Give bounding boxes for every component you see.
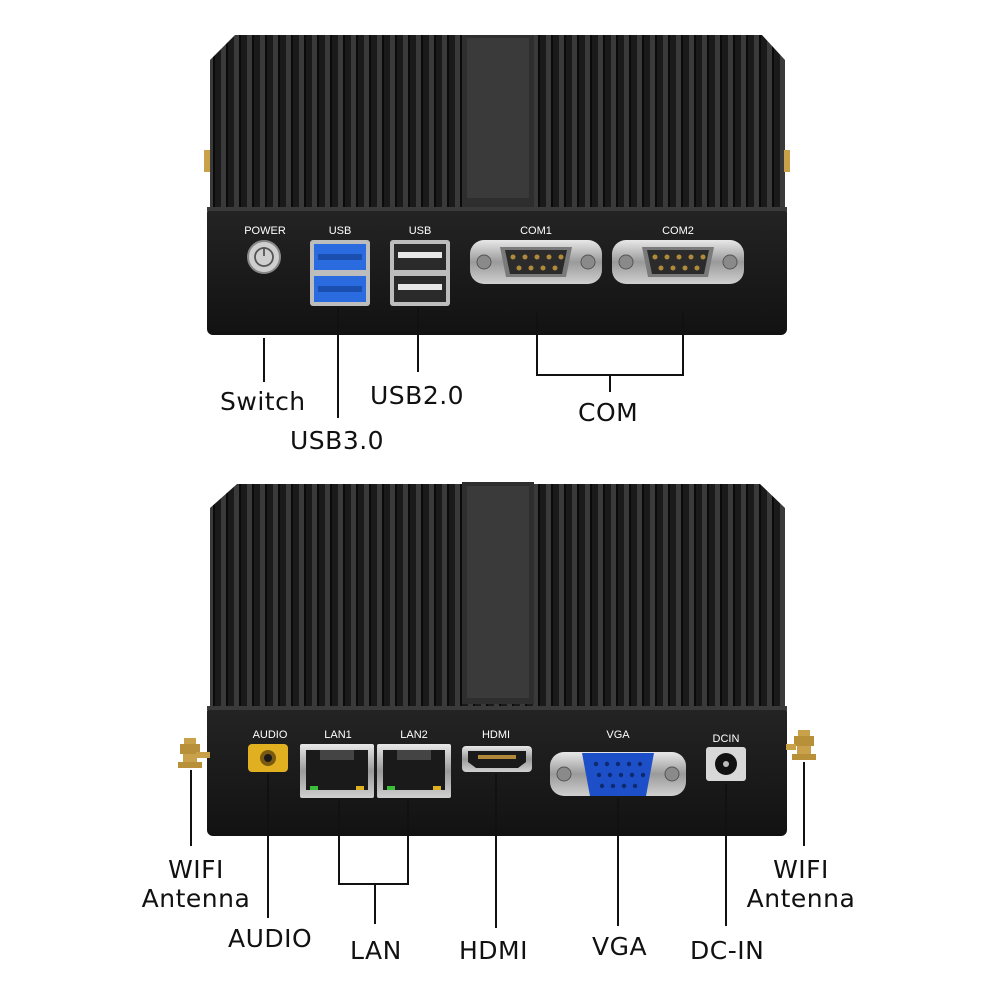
wifi-antenna-right-line2: Antenna	[746, 884, 856, 913]
dcin-callout: DC-IN	[690, 936, 765, 965]
db9-serial-port-icon	[470, 240, 602, 284]
lan1-port-label: LAN1	[324, 729, 352, 741]
top-mini-pc: POWER USB USB COM1	[204, 35, 790, 418]
lan2-port-label: LAN2	[400, 729, 428, 741]
antenna-icon	[786, 730, 816, 760]
hdmi-port-icon	[462, 746, 532, 772]
hdmi-callout: HDMI	[459, 936, 528, 965]
wifi-antenna-right-line1: WIFI	[773, 855, 829, 884]
usb3-callout: USB3.0	[290, 426, 385, 455]
antenna-icon	[178, 738, 210, 768]
wifi-antenna-left-line2: Antenna	[141, 884, 251, 913]
bottom-mini-pc: AUDIO LAN1 LAN2 HDMI	[178, 482, 816, 928]
audio-callout: AUDIO	[228, 924, 313, 953]
top-callout-lines	[263, 308, 684, 418]
usb2-port-icon	[390, 240, 450, 306]
usb2-callout: USB2.0	[370, 381, 465, 410]
usb-left-port-label: USB	[329, 225, 352, 237]
dc-jack-icon	[706, 747, 746, 781]
dcin-port-label: DCIN	[713, 733, 740, 745]
power-port-label: POWER	[244, 225, 286, 237]
vga-port-icon	[550, 752, 686, 796]
usb-right-port-label: USB	[409, 225, 432, 237]
audio-jack-icon	[248, 744, 288, 772]
bottom-callout-lines	[190, 762, 805, 928]
com2-port-label: COM2	[662, 225, 694, 237]
hdmi-port-label: HDMI	[482, 729, 510, 741]
top-left-antenna-stub	[204, 150, 210, 172]
top-right-antenna-stub	[784, 150, 790, 172]
power-icon	[247, 240, 281, 274]
vga-callout: VGA	[592, 932, 648, 961]
wifi-antenna-left-callout: WIFI Antenna	[140, 855, 252, 913]
rj45-port-icon	[300, 744, 374, 798]
switch-callout: Switch	[220, 387, 306, 416]
lan-callout: LAN	[350, 936, 402, 965]
com1-port-label: COM1	[520, 225, 552, 237]
audio-port-label: AUDIO	[253, 729, 288, 741]
db9-serial-port-icon	[612, 240, 744, 284]
wifi-antenna-right-callout: WIFI Antenna	[745, 855, 857, 913]
wifi-antenna-left-line1: WIFI	[168, 855, 224, 884]
rj45-port-icon	[377, 744, 451, 798]
vga-port-label: VGA	[606, 729, 630, 741]
usb3-port-icon	[310, 240, 370, 306]
com-callout: COM	[578, 398, 639, 427]
